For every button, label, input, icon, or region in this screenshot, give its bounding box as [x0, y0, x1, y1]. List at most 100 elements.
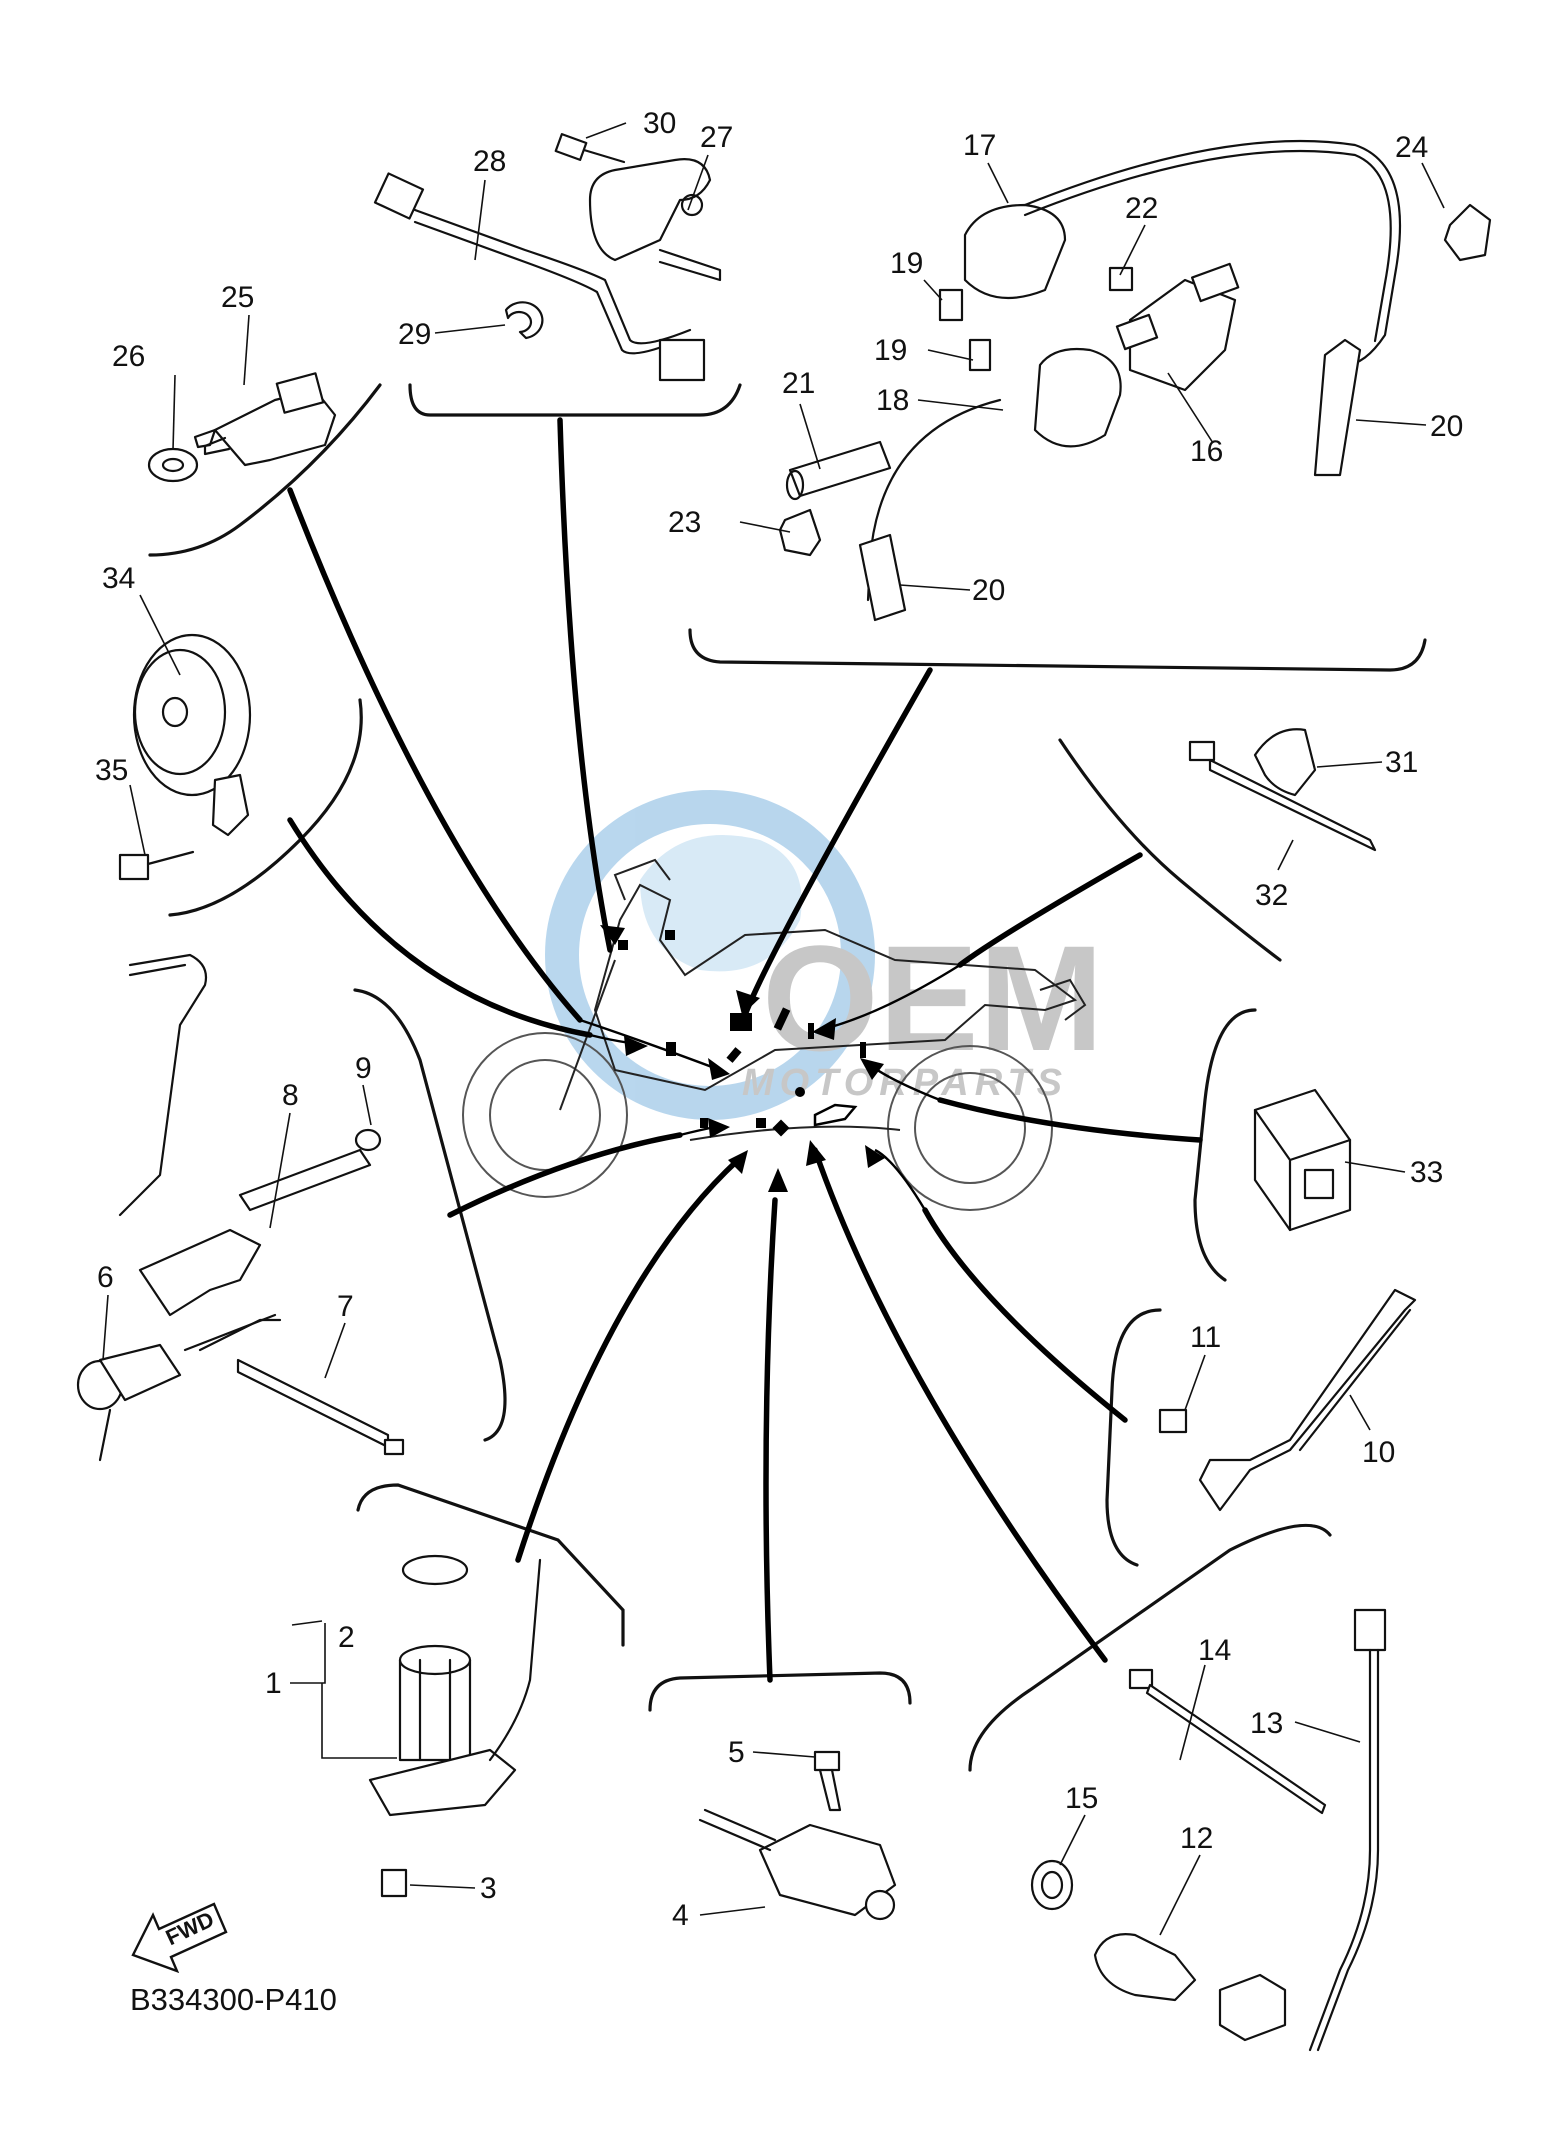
lead-13: [1308, 1648, 1372, 2052]
watermark-main-text: OEM: [762, 914, 1104, 1082]
callout-13: 13: [1250, 1707, 1283, 1740]
bolt-19b: [968, 338, 992, 372]
bracket-sensor-4: [648, 1671, 912, 1712]
callout-26: 26: [112, 340, 145, 373]
shaft-8: [238, 1148, 372, 1212]
clamp-23: [778, 508, 822, 557]
washer-15: [1030, 1859, 1074, 1911]
lead-wire-17: [1023, 139, 1402, 367]
callout-9: 9: [355, 1052, 372, 1085]
watermark-ring: [545, 790, 875, 1120]
bracket-relay-33: [1193, 1008, 1257, 1282]
callout-31: 31: [1385, 746, 1418, 779]
bracket-sensor-1: [356, 1483, 625, 1647]
callout-18: 18: [876, 384, 909, 417]
callout-32: 32: [1255, 879, 1288, 912]
callout-15: 15: [1065, 1782, 1098, 1815]
motorcycle-silhouette: [462, 858, 1087, 1211]
sensor-4-body: [758, 1823, 897, 1917]
watermark: OEM MOTORPARTS: [545, 790, 1104, 1120]
callout-33: 33: [1410, 1156, 1443, 1189]
callout-10: 10: [1362, 1436, 1395, 1469]
part-ignition-group: [778, 139, 1492, 622]
callout-5: 5: [728, 1736, 745, 1769]
bolt-11: [1158, 1408, 1188, 1434]
callout-19a: 19: [890, 247, 923, 280]
shift-pedal: [118, 953, 208, 1217]
washer-26: [147, 447, 199, 483]
coil-17: [963, 203, 1067, 300]
group-brackets: [148, 383, 1427, 1772]
clamp-31: [1253, 728, 1317, 797]
fwd-arrow-icon: [131, 1902, 228, 1974]
relay-33: [1253, 1088, 1352, 1232]
callout-30: 30: [643, 107, 676, 140]
part-harness-28: [373, 172, 706, 382]
fwd-indicator: FWD: [131, 1902, 228, 1974]
clip-29: [504, 301, 544, 340]
o-ring-2: [401, 1554, 469, 1586]
callout-35: 35: [95, 754, 128, 787]
bolt-19a: [938, 288, 964, 322]
callout-leaders: [102, 122, 1445, 1936]
connector-28: [373, 172, 425, 220]
callout-24: 24: [1395, 131, 1428, 164]
part-relay-33: [1253, 1088, 1352, 1232]
clamp-24: [1443, 203, 1492, 262]
callout-7: 7: [337, 1290, 354, 1323]
callout-19b: 19: [874, 334, 907, 367]
sensor-1-body: [398, 1658, 472, 1762]
callout-16: 16: [1190, 435, 1223, 468]
callout-17: 17: [963, 129, 996, 162]
part-bracket-10: [1158, 1288, 1417, 1512]
watermark-sub-text: MOTORPARTS: [742, 1062, 1068, 1104]
cable-tie-14: [1145, 1683, 1327, 1815]
cap-20-right: [1313, 338, 1362, 477]
bracket-clamp-31: [1058, 738, 1282, 962]
locator-relay: [860, 1042, 866, 1058]
nut-9: [354, 1128, 382, 1152]
callout-12: 12: [1180, 1822, 1213, 1855]
leader-rays: [287, 417, 1203, 1683]
bracket-shift: [353, 988, 507, 1442]
part-shift-group: [76, 953, 405, 1462]
callout-3: 3: [480, 1872, 497, 1905]
box-28: [658, 338, 706, 382]
cable-tie-32: [1208, 758, 1377, 852]
front-wheel: [462, 1032, 628, 1198]
callout-1: 1: [265, 1667, 282, 1700]
bracket-ignition: [688, 628, 1427, 672]
callout-21: 21: [782, 367, 815, 400]
bolt-22: [1108, 266, 1134, 292]
locator-ignition-coil: [730, 1013, 752, 1031]
callout-14: 14: [1198, 1634, 1231, 1667]
callout-20a: 20: [1430, 410, 1463, 443]
callout-22: 22: [1125, 192, 1158, 225]
part-sensor-27: [554, 132, 722, 282]
part-sensor-25: [147, 372, 337, 483]
callout-23: 23: [668, 506, 701, 539]
bolt-3: [380, 1868, 408, 1898]
callout-2: 2: [338, 1621, 355, 1654]
connector-13: [1353, 1608, 1387, 1652]
coil-18: [1033, 347, 1122, 448]
diagram-code: B334300-P410: [130, 1982, 337, 2017]
callout-25: 25: [221, 281, 254, 314]
part-clamp-31: [1188, 728, 1377, 852]
callout-4: 4: [672, 1899, 689, 1932]
watermark-globe: [640, 835, 802, 972]
part-sensor-4: [698, 1750, 897, 1921]
cap-20-left: [858, 533, 907, 622]
bolt-35: [118, 853, 150, 881]
bracket-sensor-12: [968, 1523, 1332, 1772]
bracket-10: [1105, 1308, 1162, 1567]
switch-body: [138, 1228, 262, 1317]
callout-27: 27: [700, 121, 733, 154]
cap-13: [1218, 1973, 1287, 2042]
callout-34: 34: [102, 562, 135, 595]
bolt-30: [554, 132, 588, 162]
callout-labels: 30 27 28 29 25 26 17 19 19 18 22 16 20 2…: [95, 107, 1463, 1932]
sensor-1-flange: [368, 1748, 517, 1817]
